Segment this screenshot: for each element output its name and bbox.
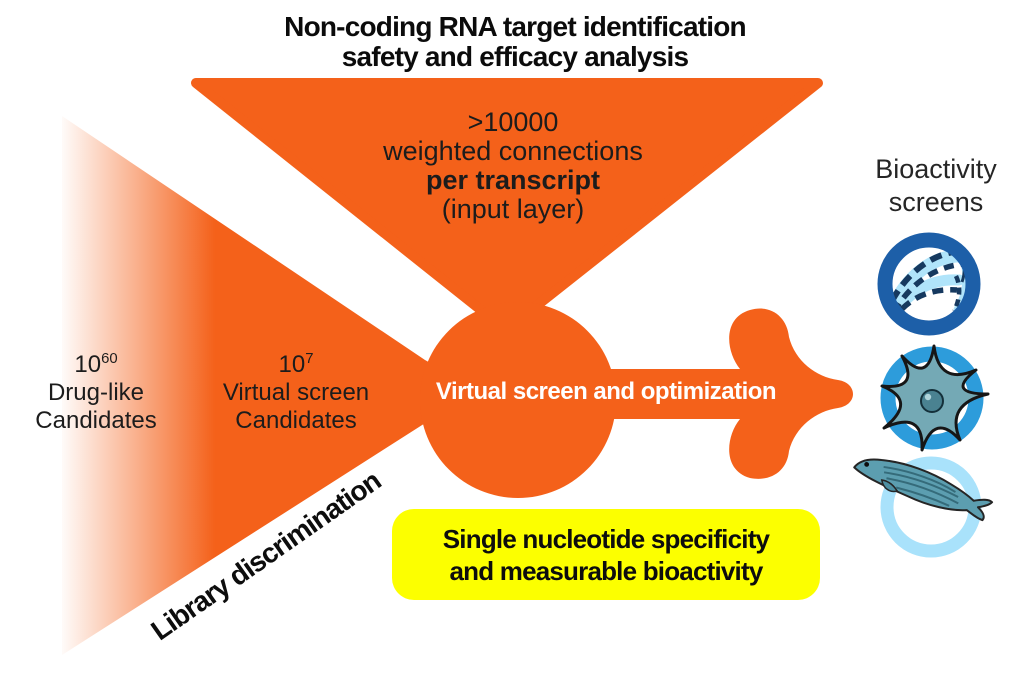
virtual-screen-optimization-label: Virtual screen and optimization	[435, 378, 777, 405]
stage-virtualscreen-candidates: 107 Virtual screen Candidates	[223, 345, 369, 435]
stage-virtualscreen-name2: Candidates	[235, 407, 357, 434]
bioactivity-heading-line1: Bioactivity	[875, 154, 997, 184]
flow-arrow	[600, 308, 853, 479]
bioactivity-heading-line2: screens	[888, 187, 984, 217]
stage-druglike-name2: Candidates	[35, 407, 157, 434]
funnel-shape	[191, 78, 823, 335]
stage-druglike-count: 1060	[74, 351, 118, 378]
bioactivity-screens-heading: Bioactivity screens	[875, 153, 997, 219]
cell-icon	[880, 344, 990, 452]
title-line1: Non-coding RNA target identification	[284, 11, 747, 42]
assay-ring	[877, 232, 981, 336]
funnel-note: (input layer)	[441, 194, 585, 224]
funnel-label: >10000 weighted connections per transcri…	[383, 108, 643, 224]
screening-hub-circle	[420, 302, 616, 498]
fish-eye	[864, 461, 870, 467]
stage-druglike-name1: Drug-like	[47, 379, 145, 406]
outcome-line1: Single nucleotide specificity	[442, 523, 770, 554]
cell-nucleus	[920, 389, 944, 413]
outcome-line2: and measurable bioactivity	[449, 555, 764, 586]
dose-response-curves-icon	[877, 232, 981, 336]
funnel-desc: weighted connections	[383, 136, 643, 166]
stage-virtualscreen-name1: Virtual screen	[222, 379, 370, 406]
zebrafish-icon	[853, 456, 994, 558]
outcome-highlight-box: Single nucleotide specificity and measur…	[392, 509, 820, 600]
stage-virtualscreen-count: 107	[278, 351, 314, 378]
page-title: Non-coding RNA target identification saf…	[284, 11, 747, 72]
stage-druglike-candidates: 1060 Drug-like Candidates	[35, 345, 156, 435]
title-line2: safety and efficacy analysis	[341, 41, 689, 72]
zebrafish-art	[853, 458, 994, 522]
funnel-emphasis: per transcript	[425, 165, 601, 195]
pectoral-fin	[880, 479, 899, 493]
cell-nucleus-highlight	[924, 393, 932, 401]
library-wedge	[62, 116, 462, 655]
funnel-stat: >10000	[467, 107, 559, 137]
